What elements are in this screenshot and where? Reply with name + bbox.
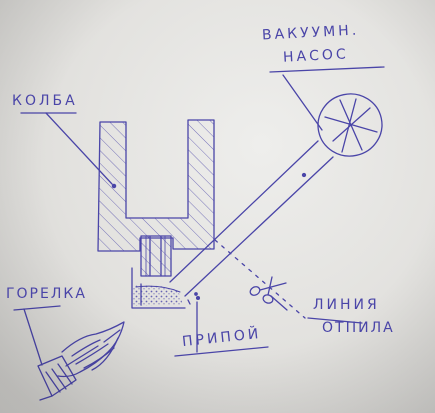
label-flask: КОЛБА [12,93,78,109]
label-cut-line-1: ЛИНИЯ [313,297,380,313]
label-cut-line-2: ОТПИЛА [322,320,395,336]
label-burner: ГОРЕЛКА [6,286,87,302]
label-vacuum-pump-line2: НАСОС [282,46,350,66]
